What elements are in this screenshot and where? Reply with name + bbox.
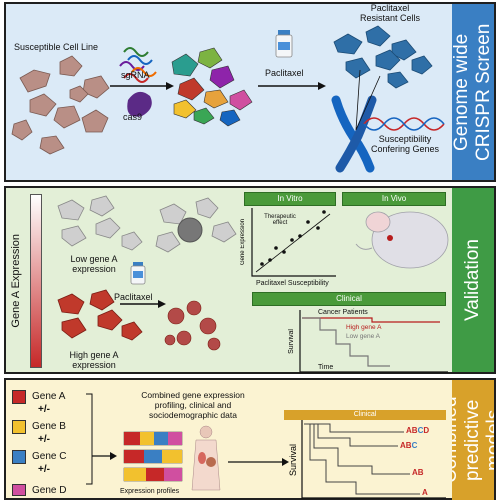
ab-label: AB: [412, 468, 424, 477]
gene-a-swatch: [12, 390, 26, 404]
paclitaxel-vial-icon: [130, 262, 146, 285]
therapeutic-effect-label: Therapeutic effect: [264, 214, 296, 226]
in-vivo-tag: In Vivo: [342, 192, 446, 206]
combined-models-panel: [4, 378, 496, 500]
plus-minus-2: +/-: [38, 434, 50, 445]
cancer-patients-label: Cancer Patients: [318, 309, 368, 316]
abcd-curve: [304, 423, 404, 433]
gene-b-swatch: [12, 420, 26, 434]
sgrna-label: sgRNA: [121, 70, 150, 80]
mouse-icon: [355, 211, 449, 269]
gene-bracket: [86, 393, 93, 485]
a-label: A: [422, 488, 428, 497]
human-body-icon: [191, 425, 221, 491]
crispr-screen-title-bar: Genome wide CRISPR Screen: [451, 4, 494, 180]
arrow-head-icon: [110, 452, 117, 460]
combined-survival-ylabel: Survival: [288, 443, 298, 476]
plus-minus-3: +/-: [38, 464, 50, 475]
high-gene-legend: High gene A: [346, 324, 382, 331]
sgrna-icon: [119, 47, 157, 83]
low-gene-survival-curve: [302, 317, 390, 367]
low-gene-legend: Low gene A: [346, 333, 380, 340]
gene-expression-gradient-bar: [30, 194, 42, 368]
arrow-head-icon: [282, 458, 289, 466]
clinical-tag: Clinical: [252, 292, 446, 306]
paclitaxel-label-top: Paclitaxel: [265, 68, 304, 78]
expression-profile-bars: [123, 431, 183, 482]
regression-line: [255, 213, 331, 273]
dead-high-cells: [164, 300, 221, 351]
susceptible-cells: [11, 55, 110, 155]
resistant-cells: [333, 25, 433, 89]
plus-minus-1: +/-: [38, 404, 50, 415]
validation-survival-plot: [299, 310, 448, 373]
gene-c-swatch: [12, 450, 26, 464]
arrow-head-icon: [318, 82, 326, 90]
survival-time-label: Time: [318, 364, 334, 371]
in-vitro-tag: In Vitro: [244, 192, 336, 206]
paclitaxel-label-validation: Paclitaxel: [114, 292, 153, 302]
chromosome-icon: [331, 95, 377, 173]
susceptibility-genes-label: Susceptibility Confering Genes: [370, 134, 440, 154]
clinical-tag-combined: Clinical: [284, 410, 446, 420]
pointer-lines: [355, 69, 381, 131]
profiling-description: Combined gene expression profiling, clin…: [141, 390, 245, 420]
a-curve: [304, 423, 420, 495]
resistant-cells-label: Paclitaxel Resistant Cells: [359, 3, 421, 23]
arrow-head-icon: [158, 300, 166, 308]
expression-profiles-label: Expression profiles: [120, 488, 180, 495]
combined-survival-ylabel-wrap: Survival: [286, 422, 300, 498]
combined-survival-plot: [301, 420, 446, 499]
cas9-label: cas9: [123, 112, 143, 122]
validation-title-bar: Validation: [452, 188, 494, 372]
scatter-plot: [251, 208, 336, 277]
gene-a-label: Gene A: [32, 391, 66, 402]
treated-low-cells: [155, 197, 237, 253]
edited-cells: [171, 47, 253, 127]
paclitaxel-vial-icon: [275, 30, 293, 58]
susceptible-cell-line-label: Susceptible Cell Line: [14, 42, 99, 52]
dead-cell-cluster-icon: [177, 217, 203, 243]
abcd-label: ABCD: [406, 426, 430, 435]
gene-b-label: Gene B: [32, 421, 66, 432]
cas9-icon: [127, 91, 152, 117]
high-gene-survival-curve: [302, 317, 440, 323]
gene-d-label: Gene D: [32, 485, 67, 496]
arrow-head-icon: [166, 82, 174, 90]
scatter-points: [260, 210, 326, 266]
dna-helix-icon: [363, 117, 445, 131]
low-expression-label: Low gene A expression: [70, 254, 118, 274]
high-expression-cells: [57, 289, 143, 341]
gene-c-label: Gene C: [32, 451, 67, 462]
abc-label: ABC: [400, 441, 418, 450]
abc-curve: [304, 423, 398, 447]
high-expression-label: High gene A expression: [69, 350, 119, 370]
scatter-xlabel: Paclitaxel Susceptibility: [256, 280, 329, 287]
ab-curve: [304, 423, 410, 475]
low-expression-cells: [57, 195, 143, 251]
gene-d-swatch: [12, 484, 26, 496]
